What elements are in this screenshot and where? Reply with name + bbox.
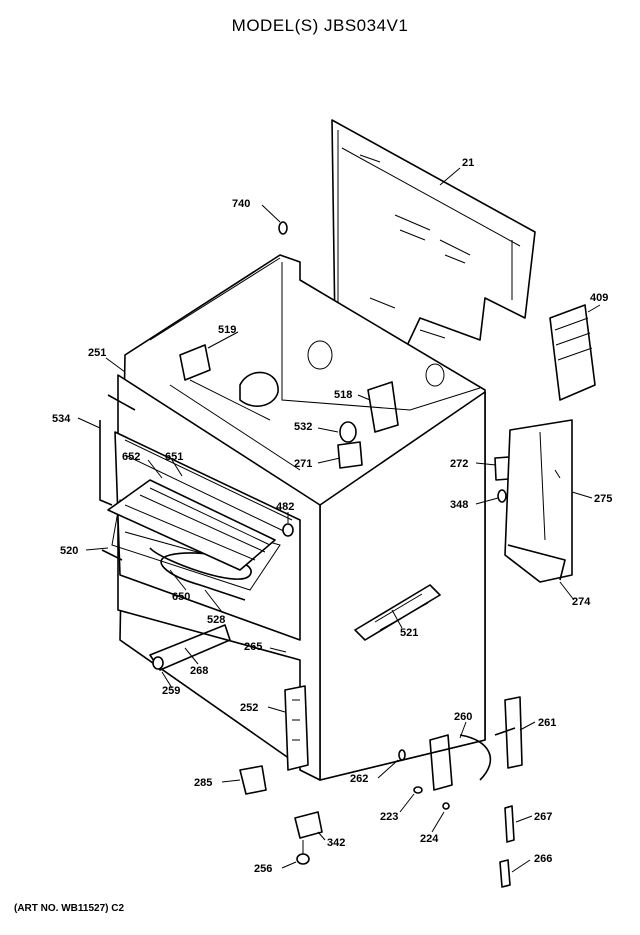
diagram-title: MODEL(S) JBS034V1 xyxy=(231,16,409,35)
cabinet-body xyxy=(114,254,486,781)
small-parts xyxy=(149,221,523,888)
callout-650: 650 xyxy=(172,591,190,603)
callout-342: 342 xyxy=(327,837,345,849)
callout-224: 224 xyxy=(420,833,439,845)
callout-534: 534 xyxy=(52,413,71,425)
oven-element-parts xyxy=(179,344,526,481)
callout-267: 267 xyxy=(534,811,552,823)
callout-21: 21 xyxy=(462,157,474,169)
callout-528: 528 xyxy=(207,614,225,626)
callout-271: 271 xyxy=(294,458,312,470)
callout-274: 274 xyxy=(572,596,591,608)
callout-265: 265 xyxy=(244,641,262,653)
door-frame xyxy=(99,394,136,561)
back-panel xyxy=(331,119,536,351)
callout-520: 520 xyxy=(60,545,78,557)
callout-223: 223 xyxy=(380,811,398,823)
callout-259: 259 xyxy=(162,685,180,697)
leader-lines xyxy=(77,167,601,873)
callout-518: 518 xyxy=(334,389,352,401)
callout-652: 652 xyxy=(122,451,140,463)
callout-482: 482 xyxy=(276,501,294,513)
callout-272: 272 xyxy=(450,458,468,470)
callout-285: 285 xyxy=(194,777,212,789)
callout-521: 521 xyxy=(400,627,418,639)
callout-260: 260 xyxy=(454,711,472,723)
callout-519: 519 xyxy=(218,324,236,336)
callout-256: 256 xyxy=(254,863,272,875)
callout-740: 740 xyxy=(232,198,250,210)
oven-rack xyxy=(107,479,276,571)
callout-261: 261 xyxy=(538,717,556,729)
callout-266: 266 xyxy=(534,853,552,865)
callout-409: 409 xyxy=(590,292,608,304)
callout-labels: 21 409 740 519 251 518 534 532 271 272 6… xyxy=(52,157,612,875)
callout-251: 251 xyxy=(88,347,106,359)
callout-275: 275 xyxy=(594,493,612,505)
control-bracket xyxy=(504,304,596,583)
callout-268: 268 xyxy=(190,665,208,677)
callout-262: 262 xyxy=(350,773,368,785)
callout-532: 532 xyxy=(294,421,312,433)
art-number: (ART NO. WB11527) C2 xyxy=(14,903,125,914)
callout-651: 651 xyxy=(165,451,183,463)
callout-348: 348 xyxy=(450,499,468,511)
callout-252: 252 xyxy=(240,702,258,714)
